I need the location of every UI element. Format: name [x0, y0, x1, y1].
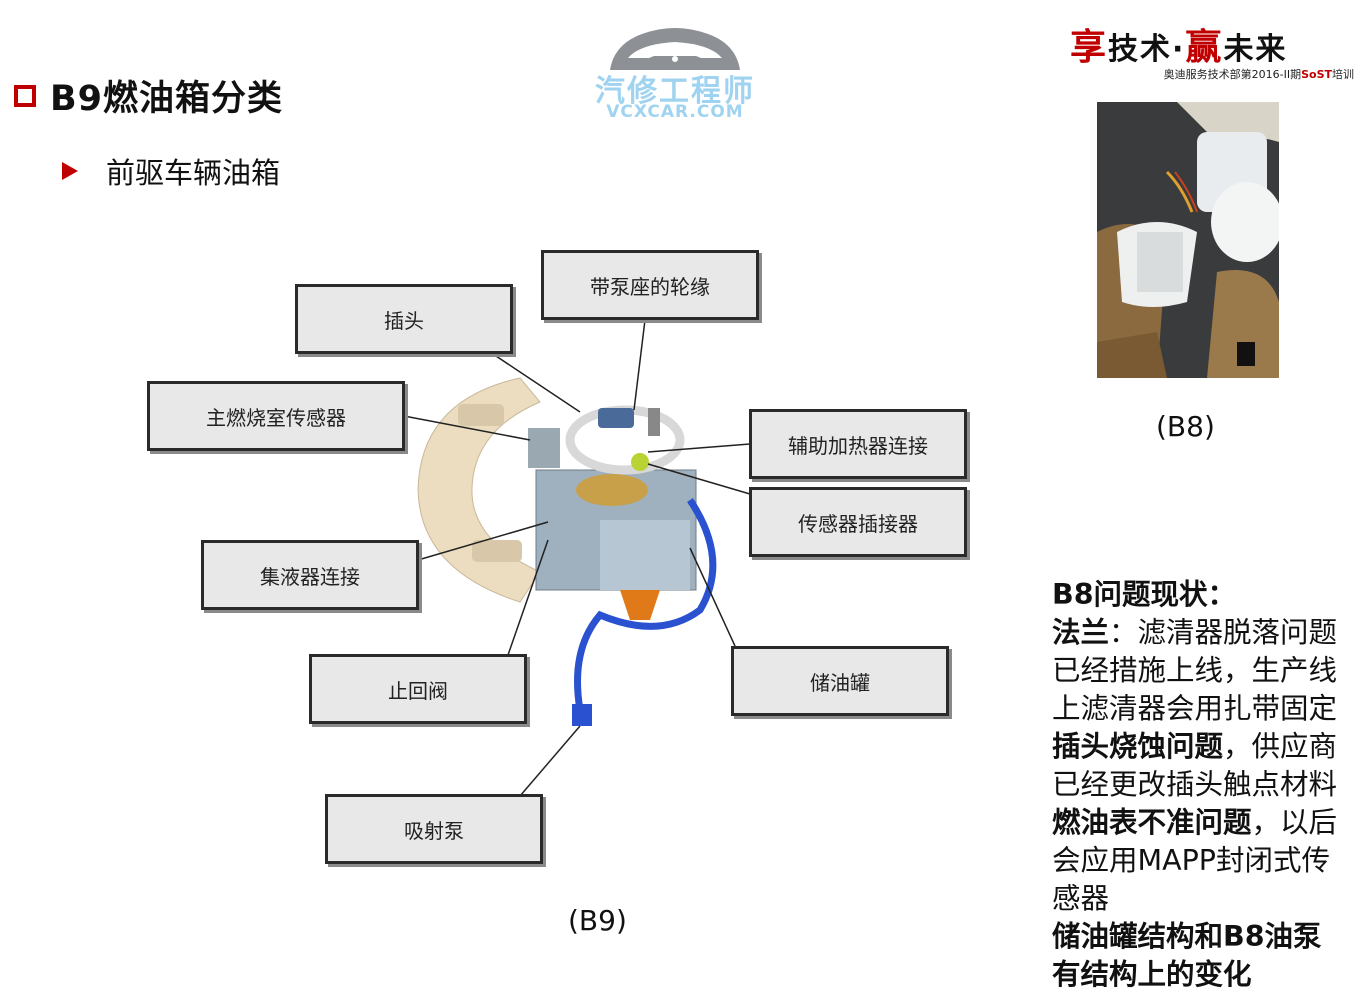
side-line-bold: B8问题现状：: [1052, 578, 1237, 611]
leader-aux-heater: [647, 443, 751, 453]
leader-check-valve: [507, 539, 549, 656]
side-line: 上滤清器会用扎带固定: [1052, 690, 1368, 728]
tagline-suffix: 培训: [1332, 68, 1354, 81]
tagline-highlight: SoST: [1301, 68, 1332, 81]
slogan-suffix: 未来: [1223, 32, 1288, 67]
leader-reservoir: [689, 547, 736, 647]
side-line: 法兰：滤清器脱落问题: [1052, 614, 1368, 652]
sensor-nub: [631, 453, 649, 471]
slogan-mid: 技术·: [1108, 32, 1186, 67]
leader-jet-pump: [519, 725, 581, 797]
flange-base: [576, 474, 648, 506]
side-line: 会应用MAPP封闭式传: [1052, 842, 1368, 880]
square-bullet-icon: [14, 84, 36, 107]
leader-plug: [489, 351, 581, 413]
leader-lines: [403, 319, 751, 797]
logo-name-cn: 汽修工程师: [595, 74, 755, 109]
label-check-valve: 止回阀: [309, 654, 527, 724]
label-aux-heater: 辅助加热器连接: [749, 409, 967, 479]
side-line: 已经更改插头触点材料: [1052, 766, 1368, 804]
side-line: 燃油表不准问题，以后: [1052, 804, 1368, 842]
label-collector: 集液器连接: [201, 540, 419, 610]
side-line-text: 上滤清器会用扎带固定: [1052, 692, 1338, 725]
title-row: B9燃油箱分类: [14, 70, 283, 121]
reservoir-shell: [417, 377, 541, 603]
side-line-text: ，以后: [1251, 806, 1338, 839]
leader-main-sensor: [403, 415, 531, 441]
label-main-sensor: 主燃烧室传感器: [147, 381, 405, 451]
label-sensor-connector: 传感器插接器: [749, 487, 967, 557]
logo-domain: VCXCAR.COM: [606, 102, 744, 122]
b9-caption: (B9): [568, 904, 627, 937]
aux-port: [648, 408, 660, 436]
side-line: B8问题现状：: [1052, 576, 1368, 614]
side-line-text: ，供应商: [1223, 730, 1338, 763]
leader-sensor-connector: [647, 463, 751, 495]
label-flange: 带泵座的轮缘: [541, 250, 759, 320]
side-line-text: 已经更改插头触点材料: [1052, 768, 1338, 801]
side-line: 储油罐结构和B8油泵: [1052, 918, 1368, 956]
brand-slogan: 享技术·赢未来: [1070, 18, 1287, 70]
main-sensor-part: [528, 428, 560, 468]
page-subtitle: 前驱车辆油箱: [106, 156, 281, 190]
side-line: 已经措施上线，生产线: [1052, 652, 1368, 690]
side-line-bold: 有结构上的变化: [1052, 958, 1252, 991]
side-line-bold: 储油罐结构和B8油泵: [1052, 920, 1322, 953]
car-silhouette-icon: [610, 28, 740, 70]
fuel-pump-photo-illustration: [1097, 102, 1279, 378]
b8-fuel-pump-photo: [1097, 102, 1279, 378]
leader-collector: [417, 521, 549, 561]
watermark-logo: 汽修工程师 VCXCAR.COM: [570, 14, 780, 126]
leader-flange: [633, 319, 646, 411]
blue-hose: [574, 498, 717, 711]
subtitle-row: 前驱车辆油箱: [62, 150, 280, 192]
side-line: 感器: [1052, 880, 1368, 918]
label-plug: 插头: [295, 284, 513, 354]
side-line-bold: 插头烧蚀问题: [1052, 730, 1224, 763]
brand-tagline: 奥迪服务技术部第2016-II期SoST培训: [1164, 66, 1354, 82]
label-jet-pump: 吸射泵: [325, 794, 543, 864]
page-title: B9燃油箱分类: [50, 79, 284, 119]
side-line-bold: 法兰: [1052, 616, 1110, 649]
side-line-text: 感器: [1052, 882, 1110, 915]
slogan-prefix: 享: [1070, 26, 1109, 68]
side-line-text: 已经措施上线，生产线: [1052, 654, 1338, 687]
side-line-text: ：滤清器脱落问题: [1109, 616, 1338, 649]
arrow-bullet-icon: [62, 162, 78, 180]
label-reservoir: 储油罐: [731, 646, 949, 716]
jet-pump-connector: [572, 704, 592, 726]
b8-caption: (B8): [1156, 410, 1215, 443]
side-line-text: 会应用MAPP封闭式传: [1052, 844, 1330, 877]
b8-issue-text: B8问题现状： 法兰：滤清器脱落问题 已经措施上线，生产线 上滤清器会用扎带固定…: [1052, 576, 1368, 994]
shell-pad-bottom: [472, 540, 522, 562]
side-line-bold: 燃油表不准问题: [1052, 806, 1252, 839]
top-connector: [598, 408, 634, 428]
side-line: 有结构上的变化: [1052, 956, 1368, 994]
shell-pad-top: [458, 404, 504, 426]
brand-logo: 享技术·赢未来 奥迪服务技术部第2016-II期SoST培训: [1068, 14, 1368, 84]
housing-side: [600, 520, 690, 590]
orange-outlet: [620, 590, 660, 620]
slogan-red: 赢: [1185, 26, 1224, 68]
side-line: 插头烧蚀问题，供应商: [1052, 728, 1368, 766]
tagline-prefix: 奥迪服务技术部第2016-II期: [1163, 68, 1302, 81]
